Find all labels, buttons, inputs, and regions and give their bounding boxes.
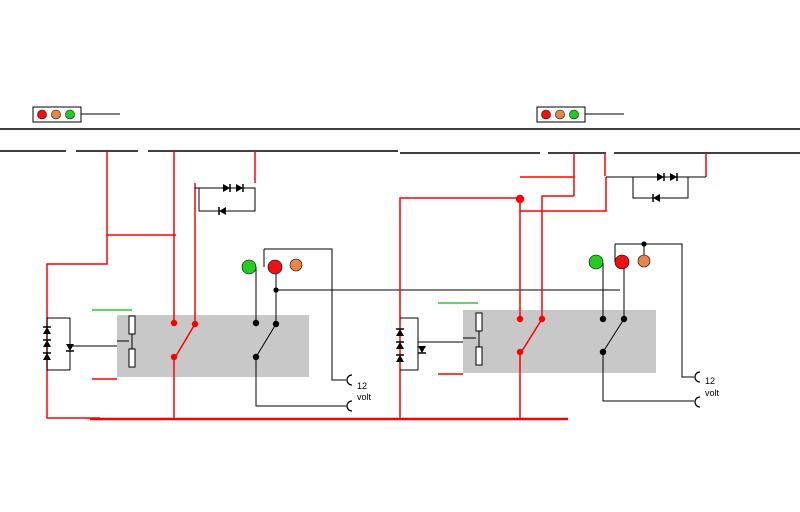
diode-icon: [222, 183, 231, 193]
green-lamp: [588, 254, 604, 270]
left-switch-contacts: [252, 287, 280, 361]
red-lamp: [614, 254, 630, 270]
right-feed-wires: [399, 153, 707, 419]
diode-icon: [65, 343, 75, 352]
green-lamp: [241, 259, 257, 275]
right-red-switch: [515, 194, 546, 356]
diode-icon: [42, 339, 52, 348]
right-supply-terminals: 12 volt: [694, 371, 720, 408]
diode-icon: [652, 193, 661, 203]
right-diode-pair: [606, 172, 706, 203]
diode-icon: [395, 341, 405, 350]
left-feed-wires: [46, 151, 256, 419]
left-indicator-lamps: [241, 258, 303, 275]
trackside-signal-right: [536, 106, 624, 123]
supply-label-12: 12: [705, 376, 715, 386]
bottom-rail-segments: [0, 150, 800, 154]
right-switch-contacts: [599, 241, 647, 356]
diode-icon: [395, 354, 405, 363]
right-indicator-lamps: [588, 254, 651, 270]
supply-label-volt: volt: [357, 392, 372, 402]
diode-icon: [417, 345, 427, 354]
right-indicator-circuit: [602, 243, 694, 402]
orange-lamp: [289, 258, 303, 272]
diode-icon: [395, 328, 405, 337]
trackside-signal-left: [32, 106, 120, 123]
orange-lamp: [637, 254, 651, 268]
diode-icon: [669, 172, 678, 182]
right-detector-bridge: [395, 317, 463, 371]
left-diode-pair: [195, 183, 256, 216]
left-supply-terminals: 12 volt: [346, 374, 372, 412]
relay-panel-left: [117, 315, 309, 377]
track-rails: [0, 128, 800, 154]
right-relay-coils: [463, 312, 483, 366]
supply-label-12: 12: [357, 381, 367, 391]
left-detector-bridge: [42, 317, 117, 371]
diode-icon: [42, 352, 52, 361]
diode-icon: [218, 206, 227, 216]
supply-label-volt: volt: [705, 388, 720, 398]
diode-icon: [656, 172, 665, 182]
diode-icon: [235, 183, 244, 193]
red-lamp: [267, 259, 283, 275]
left-relay-coils: [117, 315, 136, 368]
diode-icon: [42, 326, 52, 335]
left-red-switch: [170, 319, 199, 361]
